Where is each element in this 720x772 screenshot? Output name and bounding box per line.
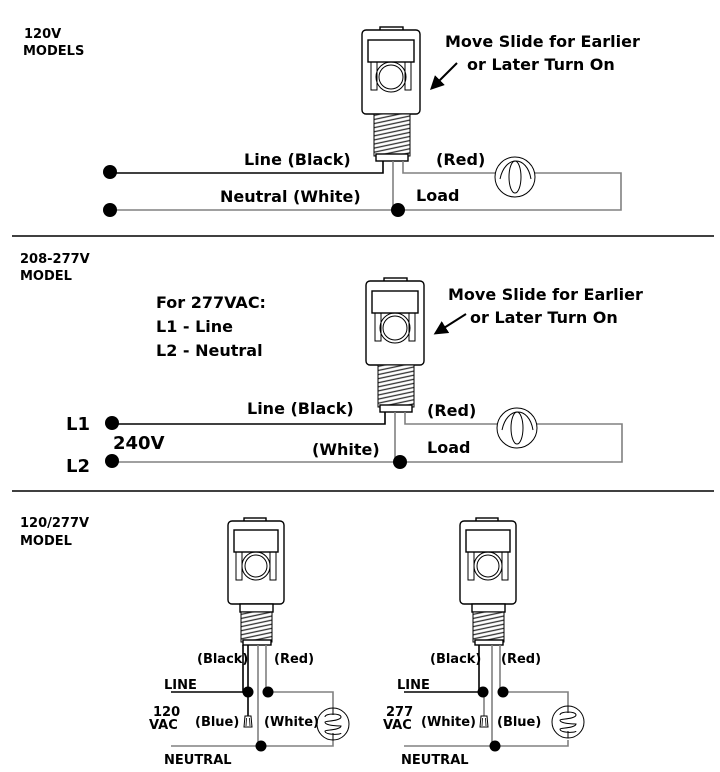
- common-wire-label: (White): [264, 715, 319, 730]
- wire-nut-icon: [243, 715, 253, 728]
- section-120-277v: 120/277V MODEL (Black) (Red) LINE 120 VA…: [20, 516, 585, 768]
- slide-note-line1: Move Slide for Earlier: [445, 32, 640, 51]
- lamp-icon: [316, 707, 350, 741]
- white-label: (White): [312, 440, 380, 459]
- junction-dot: [489, 740, 501, 752]
- line-black-label: Line (Black): [247, 399, 354, 418]
- variant-277vac: (Black) (Red) LINE 277 VAC (White) (Blue…: [383, 517, 585, 768]
- photocontrol-device: [365, 277, 425, 413]
- voltage-line2: VAC: [149, 718, 178, 733]
- terminal-dot-l2: [105, 454, 119, 468]
- neutral-wire: [404, 740, 569, 747]
- voltage-line1: 120: [153, 705, 180, 720]
- capped-wire-label: (White): [421, 715, 476, 730]
- note-line1: For 277VAC:: [156, 293, 266, 312]
- black-label: (Black): [430, 652, 481, 667]
- terminal-l1-label: L1: [66, 414, 90, 435]
- slide-note-line2: or Later Turn On: [467, 55, 615, 74]
- red-wire: [404, 412, 497, 425]
- red-label: (Red): [274, 652, 314, 667]
- terminal-dot: [103, 203, 117, 217]
- voltage-label: 240V: [113, 433, 165, 454]
- terminal-l2-label: L2: [66, 456, 90, 477]
- neutral-label: NEUTRAL: [164, 753, 232, 768]
- photocontrol-device: [227, 517, 285, 646]
- line-label: LINE: [397, 678, 430, 693]
- photocontrol-device: [459, 517, 517, 646]
- section-subtitle: MODEL: [20, 534, 72, 549]
- note-line2: L1 - Line: [156, 317, 233, 336]
- neutral-wire: [113, 423, 623, 463]
- note-line3: L2 - Neutral: [156, 341, 263, 360]
- junction-dot: [255, 740, 267, 752]
- junction-dot: [262, 686, 274, 698]
- neutral-white-label: Neutral (White): [220, 187, 361, 206]
- variant-120vac: (Black) (Red) LINE 120 VAC (Blue) (White…: [149, 517, 350, 768]
- capped-wire-label: (Blue): [195, 715, 239, 730]
- lamp-icon: [551, 705, 585, 739]
- neutral-wire: [110, 172, 622, 211]
- line-wire-black: [110, 161, 384, 174]
- junction-dot: [393, 455, 407, 469]
- load-label: Load: [427, 438, 470, 457]
- section-title: 208-277V: [20, 252, 90, 267]
- black-label: (Black): [197, 652, 248, 667]
- slide-note-line2: or Later Turn On: [470, 308, 618, 327]
- arrow-icon: [433, 313, 467, 335]
- red-label: (Red): [427, 401, 476, 420]
- section-subtitle: MODELS: [23, 44, 84, 59]
- red-label: (Red): [436, 150, 485, 169]
- neutral-label: NEUTRAL: [401, 753, 469, 768]
- section-208-277v: 208-277V MODEL For 277VAC: L1 - Line L2 …: [20, 252, 643, 477]
- terminal-dot-l1: [105, 416, 119, 430]
- arrow-icon: [430, 62, 458, 90]
- voltage-line2: VAC: [383, 718, 412, 733]
- line-wire-black: [113, 412, 386, 425]
- red-label: (Red): [501, 652, 541, 667]
- red-wire: [265, 645, 334, 708]
- section-title: 120/277V: [20, 516, 89, 531]
- red-wire: [402, 161, 495, 174]
- lamp-icon: [496, 407, 538, 449]
- voltage-line1: 277: [386, 705, 413, 720]
- section-title: 120V: [24, 27, 61, 42]
- section-subtitle: MODEL: [20, 269, 72, 284]
- common-wire-label: (Blue): [497, 715, 541, 730]
- terminal-dot: [103, 165, 117, 179]
- junction-dot: [497, 686, 509, 698]
- load-label: Load: [416, 186, 459, 205]
- section-120v: 120V MODELS Move Slide for Earlier or La…: [23, 26, 640, 217]
- junction-dot: [391, 203, 405, 217]
- junction-dot: [477, 686, 489, 698]
- photocontrol-device: [361, 26, 421, 162]
- lamp-icon: [494, 156, 536, 198]
- red-wire: [499, 645, 569, 708]
- junction-dot: [242, 686, 254, 698]
- neutral-wire: [171, 740, 334, 747]
- line-label: LINE: [164, 678, 197, 693]
- slide-note-line1: Move Slide for Earlier: [448, 285, 643, 304]
- line-black-label: Line (Black): [244, 150, 351, 169]
- wire-nut-icon: [479, 715, 489, 728]
